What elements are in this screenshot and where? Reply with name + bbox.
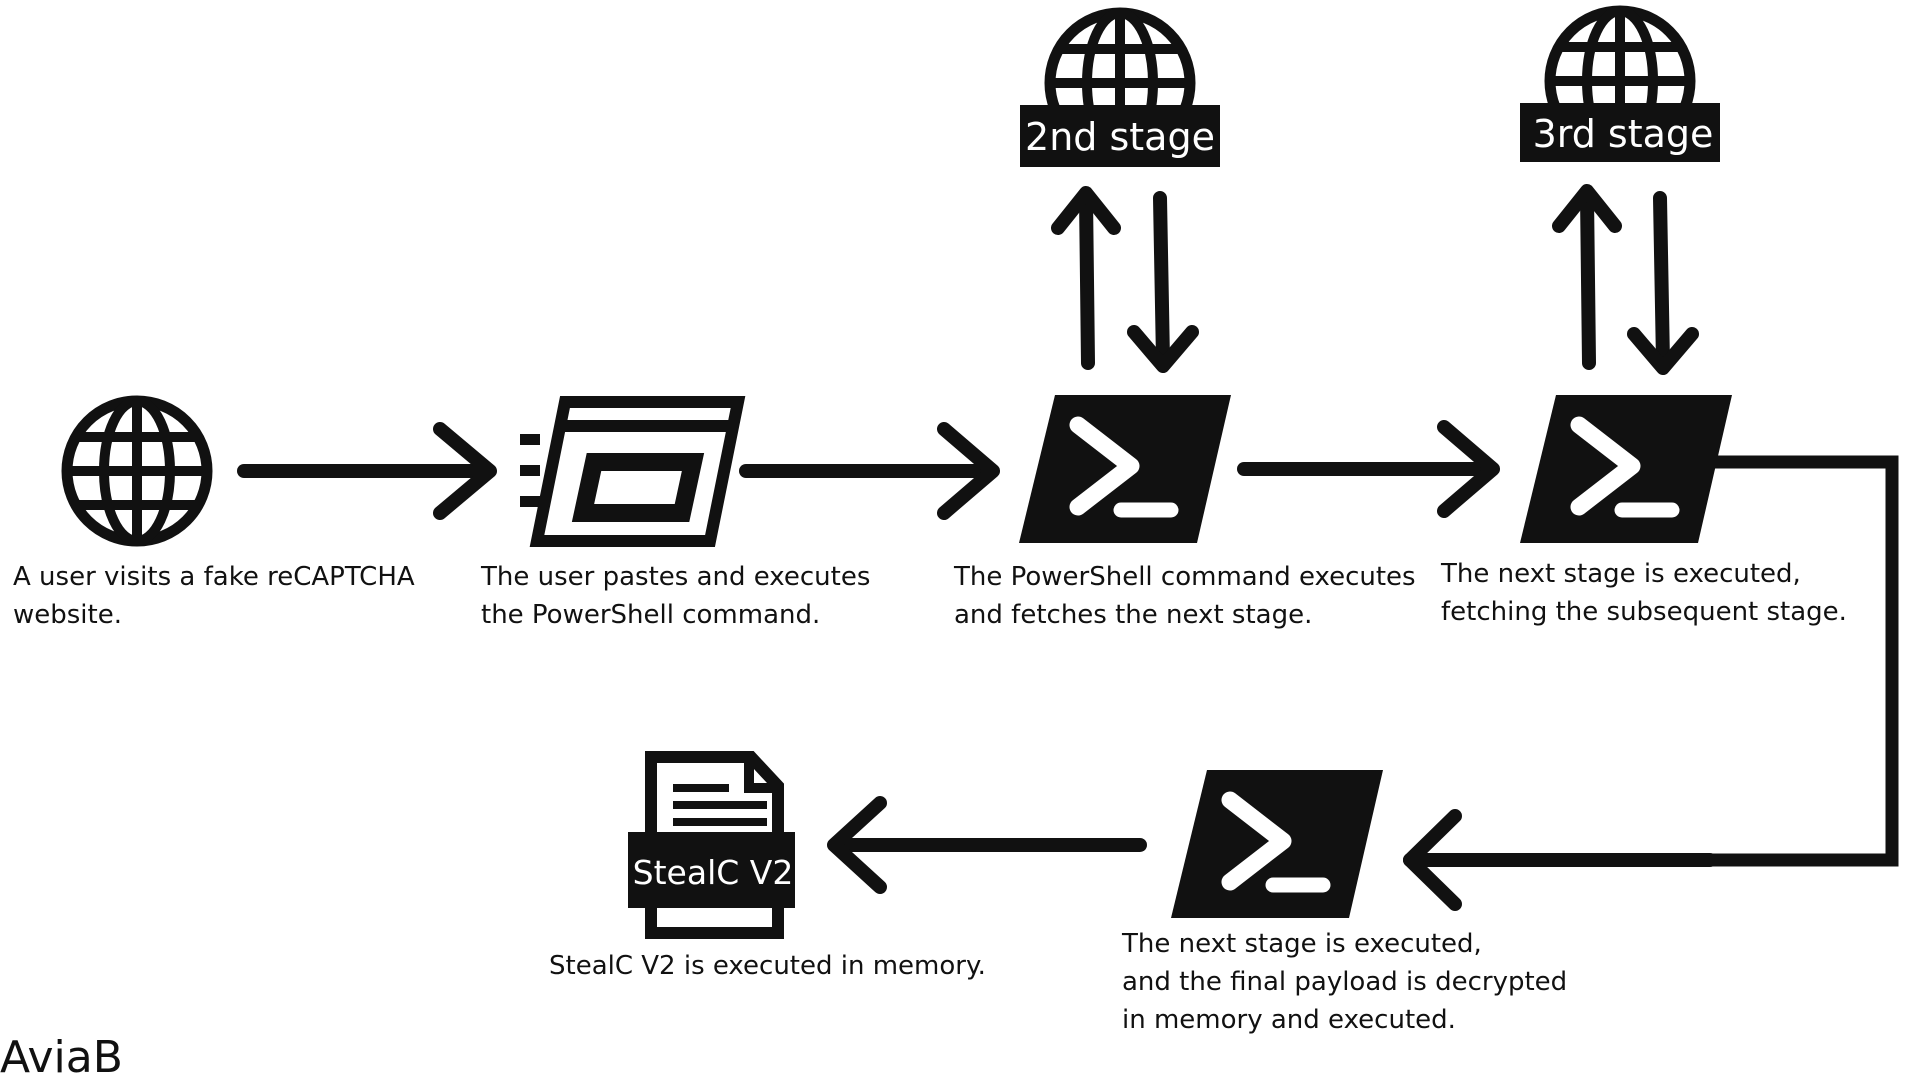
arrow-powershell1-to-powershell2	[1237, 420, 1500, 518]
arrow-stage3-down-to-powershell2	[1627, 191, 1699, 375]
arrow-powershell2-up-to-stage3	[1552, 184, 1622, 370]
paste-window-icon	[520, 396, 746, 547]
arrow-powershell3-to-payload	[827, 796, 1147, 894]
arrow-stage2-down-to-powershell1	[1127, 191, 1199, 373]
payload-document-icon: StealC V2	[628, 751, 795, 939]
arrow-powershell1-up-to-stage2	[1051, 186, 1121, 370]
author-watermark: AviaB	[0, 1032, 123, 1083]
powershell-icon-1	[1019, 395, 1231, 543]
stage2-label: 2nd stage	[1025, 115, 1215, 159]
payload-label: StealC V2	[633, 853, 794, 892]
powershell3-caption: The next stage is executed, and the fina…	[1122, 929, 1568, 1035]
website-globe-icon	[67, 401, 207, 541]
paste-caption: The user pastes and executes the PowerSh…	[481, 562, 871, 630]
arrow-paste-to-powershell1	[739, 422, 1000, 520]
connector-powershell2-to-powershell3	[1703, 455, 1899, 867]
stage3-label: 3rd stage	[1533, 112, 1714, 156]
payload-caption: StealC V2 is executed in memory.	[549, 951, 986, 981]
website-caption: A user visits a fake reCAPTCHA website.	[13, 562, 415, 630]
stage2-globe-icon: 2nd stage	[1020, 13, 1220, 167]
powershell1-caption: The PowerShell command executes and fetc…	[954, 562, 1416, 630]
stage3-globe-icon: 3rd stage	[1520, 11, 1720, 162]
powershell-icon-2	[1520, 395, 1732, 543]
arrow-into-powershell3	[1403, 809, 1717, 911]
powershell-icon-3	[1171, 770, 1383, 918]
arrow-website-to-paste	[237, 422, 497, 520]
powershell2-caption: The next stage is executed, fetching the…	[1441, 559, 1847, 627]
